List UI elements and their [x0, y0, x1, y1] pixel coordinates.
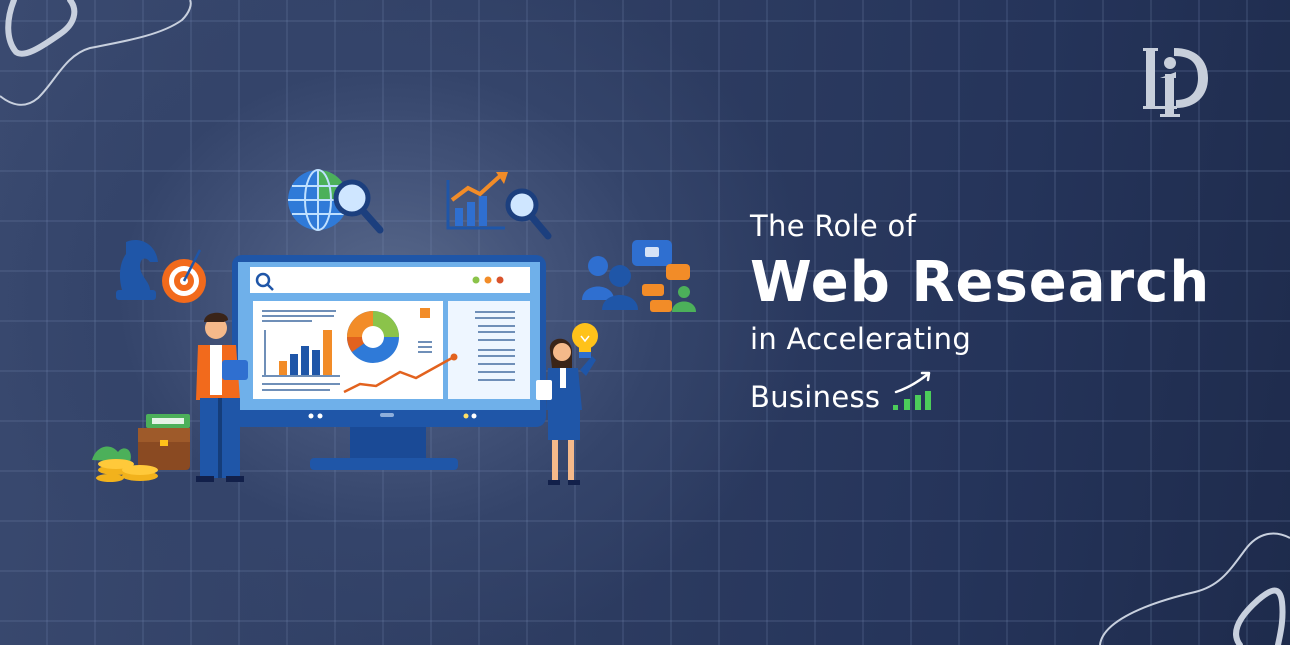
headline-line-3: in Accelerating: [750, 322, 972, 356]
team-chat-icon: [582, 240, 696, 312]
globe-search-icon: [288, 169, 384, 234]
headline-line-1: The Role of: [750, 209, 917, 243]
decorative-curve-bottom-right: [1099, 532, 1290, 645]
woman-figure: [536, 338, 596, 485]
man-figure: [196, 312, 248, 482]
headline-line-4: Business: [750, 380, 881, 414]
briefcase-money-icon: [92, 414, 190, 482]
growth-chart-arrow-icon: [893, 371, 932, 410]
target-icon: [162, 249, 206, 303]
chess-knight-icon: [116, 240, 158, 300]
chart-search-icon: [446, 172, 552, 240]
headline-line-4-row: Business: [750, 370, 1210, 412]
headline: The Role of Web Research in Accelerating…: [750, 212, 1210, 412]
lightbulb-icon: [572, 323, 598, 358]
monitor: [232, 255, 546, 470]
web-research-illustration: [92, 169, 696, 485]
brand-logo: [1143, 48, 1208, 117]
headline-main: Web Research: [750, 250, 1211, 315]
decorative-curve-top-left: [0, 0, 192, 106]
